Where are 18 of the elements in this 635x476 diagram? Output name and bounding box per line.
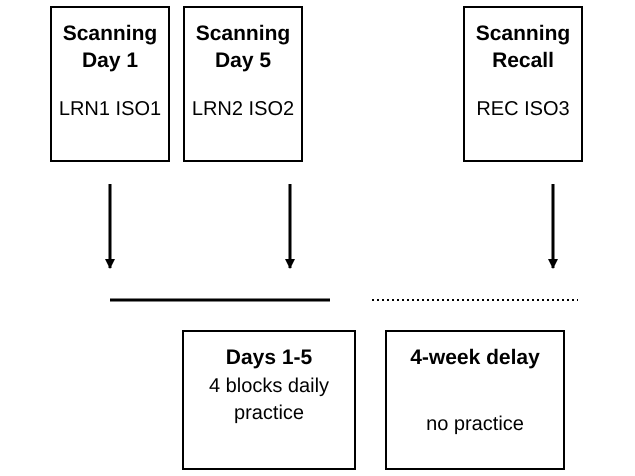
stage-title: Scanning Day 1 [62, 21, 158, 74]
stage-details: LRN2 ISO2 [192, 97, 294, 122]
stage-title: 4-week delay [410, 345, 540, 371]
stage-box [463, 6, 583, 162]
stage-details: 4 blocks daily practice [208, 374, 330, 426]
arrow [105, 184, 115, 269]
stage-details: LRN1 ISO1 [58, 97, 162, 122]
stage-box [385, 330, 565, 470]
stage-title: Days 1-5 [226, 345, 312, 371]
stage-title: Scanning Day 5 [194, 21, 292, 74]
stage-box [182, 330, 356, 470]
stage-details: REC ISO3 [476, 97, 570, 122]
stage-box [50, 6, 170, 162]
arrow [285, 184, 295, 269]
stage-details: no practice [426, 412, 524, 437]
stage-box [183, 6, 303, 162]
arrow [548, 184, 558, 269]
stage-title: Scanning Recall [474, 21, 572, 74]
